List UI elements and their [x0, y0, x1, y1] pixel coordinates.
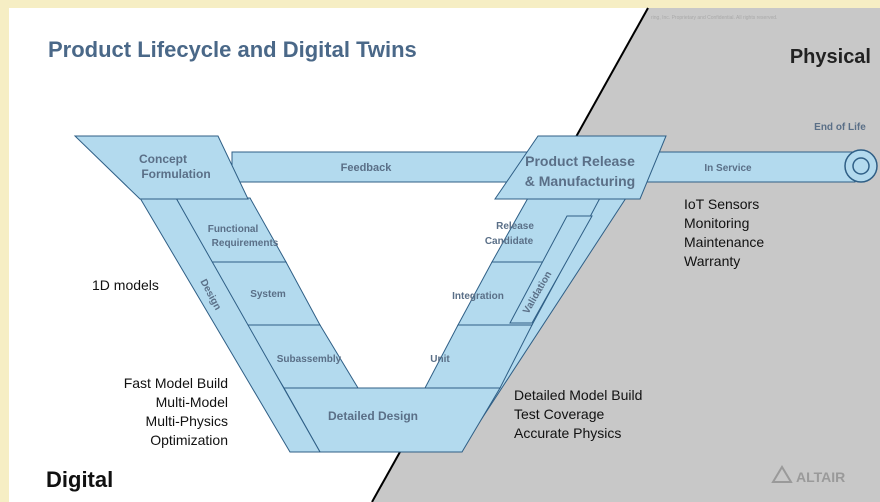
end-of-life-label: End of Life [814, 122, 866, 133]
system-label: System [250, 289, 286, 300]
concept-formulation-box [73, 135, 249, 200]
product-release-box [494, 135, 667, 200]
left-list-item: Multi-Model [155, 394, 228, 410]
end-of-life-inner-circle [852, 157, 870, 175]
release-line2: & Manufacturing [525, 173, 635, 189]
left-list-item: Fast Model Build [123, 375, 228, 391]
right-list-item: Warranty [684, 253, 741, 269]
concept-line1: Concept [139, 152, 187, 166]
bottom-right-list-item: Test Coverage [514, 406, 605, 422]
bottom-right-list: Detailed Model Build Test Coverage Accur… [514, 386, 642, 443]
subassembly-label: Subassembly [277, 354, 342, 365]
digital-label: Digital [46, 467, 113, 492]
right-list-item: Monitoring [684, 215, 750, 231]
functional-line1: Functional [208, 224, 259, 235]
in-service-label: In Service [704, 163, 752, 174]
right-list-item: Maintenance [684, 234, 765, 250]
release-candidate-line1: Release [496, 221, 534, 232]
left-list-item: Optimization [150, 432, 228, 448]
end-of-life-circle [844, 149, 878, 183]
release-line1: Product Release [525, 153, 635, 169]
concept-line2: Formulation [141, 167, 210, 181]
unit-label: Unit [430, 354, 450, 365]
right-list: IoT Sensors Monitoring Maintenance Warra… [684, 195, 764, 271]
validation-box [509, 215, 593, 324]
bottom-right-list-item: Detailed Model Build [514, 387, 643, 403]
feedback-label: Feedback [341, 162, 393, 174]
physical-label: Physical [790, 46, 871, 68]
detailed-design-label: Detailed Design [328, 409, 418, 423]
release-candidate-line2: Candidate [485, 236, 534, 247]
page-title: Product Lifecycle and Digital Twins [48, 37, 417, 62]
right-list-item: IoT Sensors [684, 196, 760, 212]
altair-logo-text: ALTAIR [796, 469, 845, 485]
altair-logo-icon [771, 465, 793, 483]
left-list: Fast Model Build Multi-Model Multi-Physi… [124, 374, 228, 450]
bottom-right-list-item: Accurate Physics [514, 425, 622, 441]
confidential-note: ring, Inc. Proprietary and Confidential.… [651, 15, 777, 21]
integration-label: Integration [452, 291, 504, 302]
left-list-item: Multi-Physics [145, 413, 228, 429]
1d-models-label: 1D models [92, 277, 159, 293]
functional-line2: Requirements [212, 238, 279, 249]
